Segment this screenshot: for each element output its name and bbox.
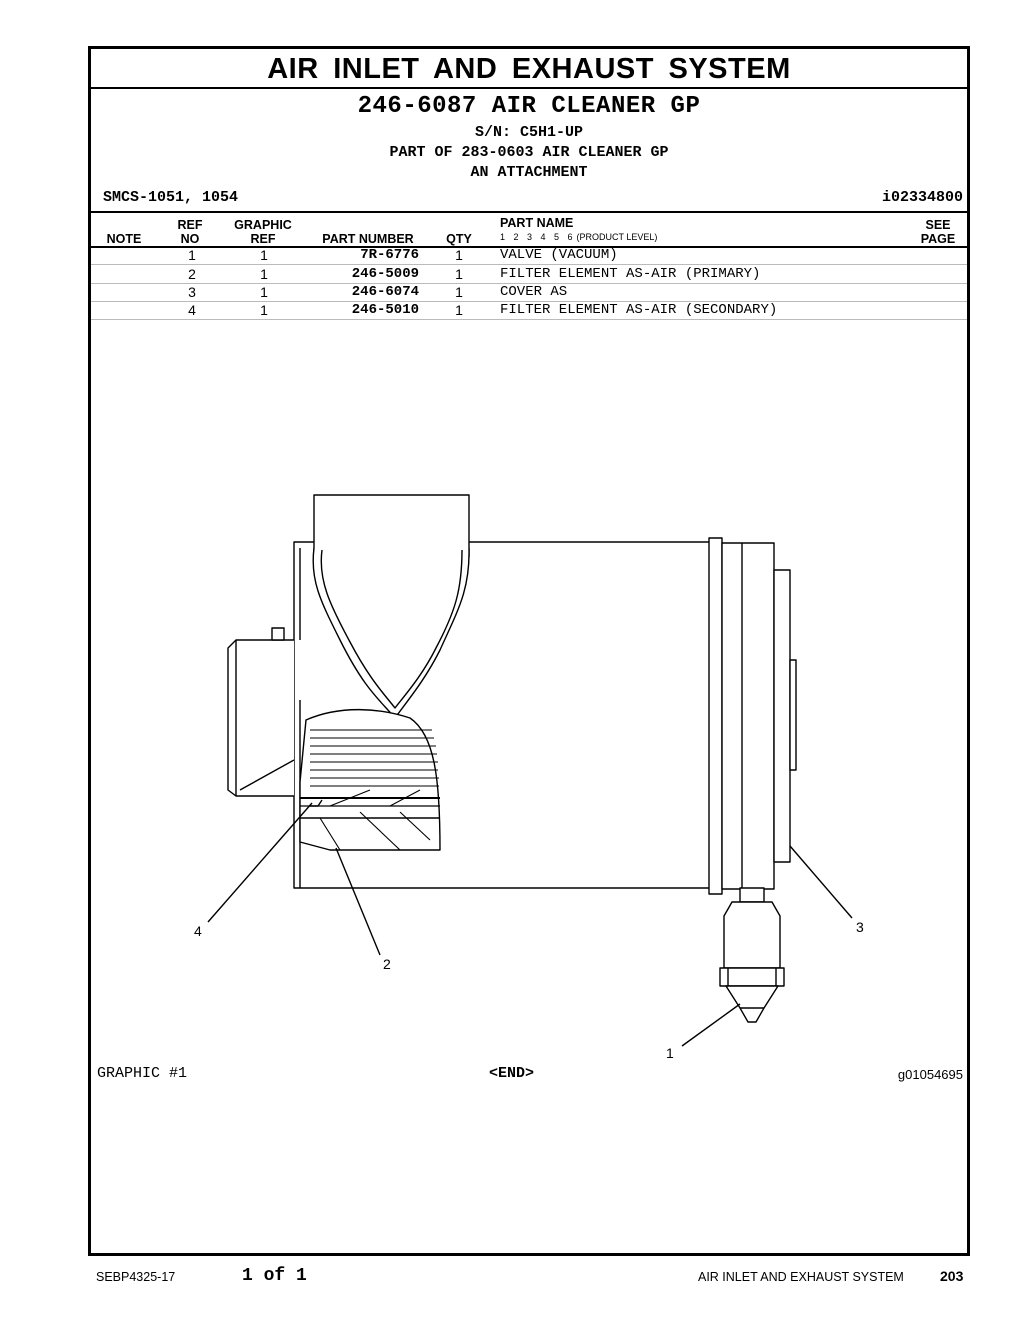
row-divider <box>91 319 967 320</box>
inlet-tab <box>271 627 285 641</box>
col-graphic-top: GRAPHIC <box>234 218 292 232</box>
ref-no: 3 <box>188 284 196 300</box>
callout-1: 1 <box>666 1045 674 1061</box>
header-top-rule <box>91 211 967 213</box>
group-title: 246-6087 AIR CLEANER GP <box>357 93 701 120</box>
product-level-label: (PRODUCT LEVEL) <box>576 232 658 242</box>
primary-filter-pleats <box>310 729 439 787</box>
valve-body <box>723 901 781 969</box>
secondary-filter-end <box>310 799 323 807</box>
part-name: COVER AS <box>500 284 568 300</box>
part-number: 246-5010 <box>351 302 419 318</box>
valve-tip <box>725 985 779 1023</box>
col-see-bottom: PAGE <box>920 232 956 246</box>
section-title: AIR INLET AND EXHAUST SYSTEM <box>91 49 967 89</box>
row-divider <box>91 283 967 284</box>
header-bottom-rule <box>91 246 967 248</box>
col-graphic-bottom: REF <box>250 232 276 246</box>
qty: 1 <box>455 302 463 318</box>
cover-flange-outer <box>708 537 723 895</box>
ref-no: 4 <box>188 302 196 318</box>
callout-2: 2 <box>383 956 391 972</box>
graphic-label: GRAPHIC #1 <box>97 1065 188 1082</box>
footer-pages: 1 of 1 <box>242 1266 307 1286</box>
qty: 1 <box>455 247 463 263</box>
part-name: VALVE (VACUUM) <box>500 247 618 263</box>
graphic-ref: 1 <box>260 302 268 318</box>
footer-section: AIR INLET AND EXHAUST SYSTEM <box>698 1270 904 1284</box>
part-name: FILTER ELEMENT AS-AIR (PRIMARY) <box>500 266 761 282</box>
part-number: 246-6074 <box>351 284 419 300</box>
footer-doc-code: SEBP4325-17 <box>96 1270 176 1284</box>
col-ref-top: REF <box>177 218 203 232</box>
ref-no: 2 <box>188 266 196 282</box>
page-frame: AIR INLET AND EXHAUST SYSTEM 246-6087 AI… <box>88 46 970 1256</box>
serial-number: S/N: C5H1-UP <box>474 124 584 141</box>
col-qty: QTY <box>446 232 472 246</box>
cutaway-section <box>299 708 441 851</box>
graphic-ref: 1 <box>260 266 268 282</box>
callout-4: 4 <box>194 923 202 939</box>
cover-as <box>721 542 775 890</box>
smcs-code: SMCS-1051, 1054 <box>103 189 239 206</box>
outlet-tube <box>313 494 470 558</box>
leader-4 <box>207 802 313 923</box>
attachment-line: AN ATTACHMENT <box>470 164 588 181</box>
graphic-ref: 1 <box>260 284 268 300</box>
ref-no: 1 <box>188 247 196 263</box>
cover-end-cap <box>773 569 791 863</box>
graphic-ref: 1 <box>260 247 268 263</box>
row-divider <box>91 264 967 265</box>
leader-2 <box>335 847 381 956</box>
valve-collar <box>719 967 785 987</box>
leader-3 <box>789 845 853 919</box>
leader-1 <box>681 1003 741 1047</box>
illustration-id: i02334800 <box>881 189 963 206</box>
col-part-name: PART NAME <box>500 216 574 230</box>
end-marker: <END> <box>489 1065 535 1082</box>
part-of-line: PART OF 283-0603 AIR CLEANER GP <box>389 144 669 161</box>
col-part-number: PART NUMBER <box>322 232 414 246</box>
part-name: FILTER ELEMENT AS-AIR (SECONDARY) <box>500 302 778 318</box>
row-divider <box>91 301 967 302</box>
qty: 1 <box>455 266 463 282</box>
cover-boss <box>789 659 797 771</box>
col-ref-bottom: NO <box>180 232 200 246</box>
valve-neck <box>739 887 765 903</box>
product-levels: 1 2 3 4 5 6(PRODUCT LEVEL) <box>500 232 657 242</box>
col-note: NOTE <box>106 232 142 246</box>
col-see-top: SEE <box>925 218 951 232</box>
footer-page-number: 203 <box>940 1268 964 1284</box>
graphic-id: g01054695 <box>897 1067 963 1082</box>
element-diagonals <box>319 789 431 851</box>
inlet-duct <box>227 639 294 797</box>
callout-3: 3 <box>856 919 864 935</box>
qty: 1 <box>455 284 463 300</box>
level-numbers: 1 2 3 4 5 6 <box>500 232 573 242</box>
part-number: 7R-6776 <box>360 247 419 263</box>
part-number: 246-5009 <box>351 266 419 282</box>
